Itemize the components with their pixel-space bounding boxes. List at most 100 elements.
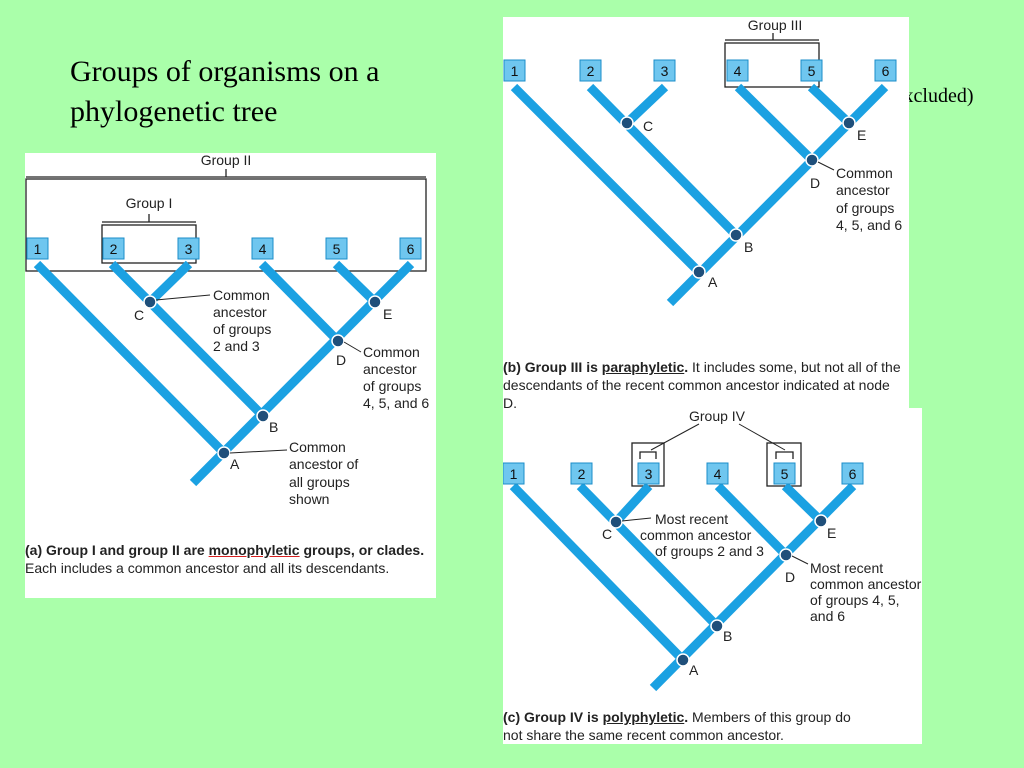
tree-diagram-c: Group IV 1 2 3 4 5 6 C E D B A (503, 408, 922, 692)
leaf-4: 4 (726, 59, 749, 82)
panel-monophyletic: Group II Group I 1 2 3 4 5 6 C E D B A (25, 153, 436, 598)
svg-text:4, 5, and 6: 4, 5, and 6 (836, 217, 902, 233)
node-e (368, 295, 382, 309)
branch-1-a (509, 482, 687, 664)
svg-text:and 6: and 6 (810, 608, 845, 624)
group-iv-bracket-5 (775, 451, 794, 459)
caption-a-prefix: (a) Group I and group II are (25, 542, 209, 558)
svg-text:of groups 4, 5,: of groups 4, 5, (810, 592, 900, 608)
svg-text:shown: shown (289, 491, 329, 507)
caption-b-dot: . (684, 359, 689, 375)
node-label-c: C (602, 526, 612, 542)
annotation-c: Common ancestor of groups 2 and 3 (213, 287, 271, 354)
node-a (217, 446, 231, 460)
group-iv-leader-3 (650, 423, 700, 451)
node-a (676, 653, 690, 667)
node-b (256, 409, 270, 423)
svg-text:3: 3 (185, 241, 193, 257)
svg-text:5: 5 (333, 241, 341, 257)
node-b (710, 619, 724, 633)
svg-text:5: 5 (808, 63, 816, 79)
node-label-c: C (643, 118, 653, 134)
branch-3-c (623, 83, 669, 127)
leaf-3: 3 (653, 59, 676, 82)
caption-b: (b) Group III is paraphyletic. It includ… (503, 358, 907, 408)
caption-b-term: paraphyletic (601, 359, 685, 375)
leader-d (791, 555, 809, 565)
svg-text:6: 6 (407, 241, 415, 257)
annotation-d: Common ancestor of groups 4, 5, and 6 (836, 165, 902, 233)
leaf-1: 1 (26, 237, 49, 260)
svg-text:ancestor: ancestor (363, 361, 417, 377)
branch-1-a (33, 260, 228, 457)
svg-text:common ancestor: common ancestor (640, 527, 752, 543)
caption-c-rest: Members of this group do not share the s… (503, 709, 851, 743)
svg-text:4: 4 (734, 63, 742, 79)
node-c (143, 295, 157, 309)
leader-a (229, 449, 288, 454)
group-i-label: Group I (126, 195, 173, 211)
leaf-5: 5 (325, 237, 348, 260)
svg-text:Common: Common (289, 439, 346, 455)
tree-diagram-a: Group II Group I 1 2 3 4 5 6 C E D B A (25, 153, 429, 507)
caption-a-after-term: groups, (299, 542, 355, 558)
caption-b-prefix: (b) Group III is (503, 359, 602, 375)
branch-4-d (714, 482, 790, 559)
node-label-e: E (827, 525, 836, 541)
branch-1-a (510, 83, 703, 276)
node-label-a: A (689, 662, 699, 678)
group-iii-label: Group III (748, 17, 802, 33)
group-iv-leader-5 (738, 423, 786, 451)
panel-polyphyletic: Group IV 1 2 3 4 5 6 C E D B A (503, 408, 922, 744)
tree-diagram-b: Group III 1 2 3 4 5 6 C E D B A Common a… (503, 17, 902, 307)
node-label-d: D (785, 569, 795, 585)
node-c (609, 515, 623, 529)
slide-title: Groups of organisms on a phylogenetic tr… (70, 52, 470, 132)
svg-text:2: 2 (110, 241, 118, 257)
group-iv-bracket-3 (639, 451, 657, 459)
node-label-e: E (857, 127, 866, 143)
leaf-1: 1 (503, 59, 526, 82)
leaf-4: 4 (251, 237, 274, 260)
caption-c-prefix: (c) Group IV is (503, 709, 603, 725)
branch-4-d (734, 83, 816, 164)
leader-c (621, 517, 652, 522)
branch-5-e (807, 83, 853, 127)
leaf-5: 5 (773, 462, 796, 485)
node-label-c: C (134, 307, 144, 323)
svg-text:4: 4 (259, 241, 267, 257)
branch-2-b (576, 482, 721, 630)
excluded-note: (excluded) (888, 85, 974, 107)
svg-text:6: 6 (849, 466, 857, 482)
node-e (842, 116, 856, 130)
caption-a-term: monophyletic (208, 542, 300, 558)
node-label-a: A (708, 274, 718, 290)
branch-5-e (332, 260, 379, 306)
svg-text:ancestor: ancestor (213, 304, 267, 320)
leaf-3: 3 (637, 462, 660, 485)
svg-text:Common: Common (836, 165, 893, 181)
svg-text:common ancestor: common ancestor (810, 576, 922, 592)
svg-text:3: 3 (645, 466, 653, 482)
branch-5-e (781, 482, 825, 525)
svg-text:Common: Common (213, 287, 270, 303)
svg-text:4, 5, and 6: 4, 5, and 6 (363, 395, 429, 411)
node-d (805, 153, 819, 167)
node-c (620, 116, 634, 130)
node-label-b: B (744, 239, 753, 255)
svg-text:of groups: of groups (836, 200, 894, 216)
leaf-2: 2 (102, 237, 125, 260)
node-label-a: A (230, 456, 240, 472)
node-d (779, 548, 793, 562)
leader-d (343, 341, 362, 353)
leaf-4: 4 (706, 462, 729, 485)
node-label-e: E (383, 306, 392, 322)
svg-text:2 and 3: 2 and 3 (213, 338, 260, 354)
leaf-6: 6 (399, 237, 422, 260)
node-a (692, 265, 706, 279)
node-b (729, 228, 743, 242)
svg-text:Common: Common (363, 344, 420, 360)
annotation-c: Most recent common ancestor of groups 2 … (640, 511, 764, 559)
svg-text:ancestor: ancestor (836, 182, 890, 198)
branch-2-b (108, 260, 267, 420)
